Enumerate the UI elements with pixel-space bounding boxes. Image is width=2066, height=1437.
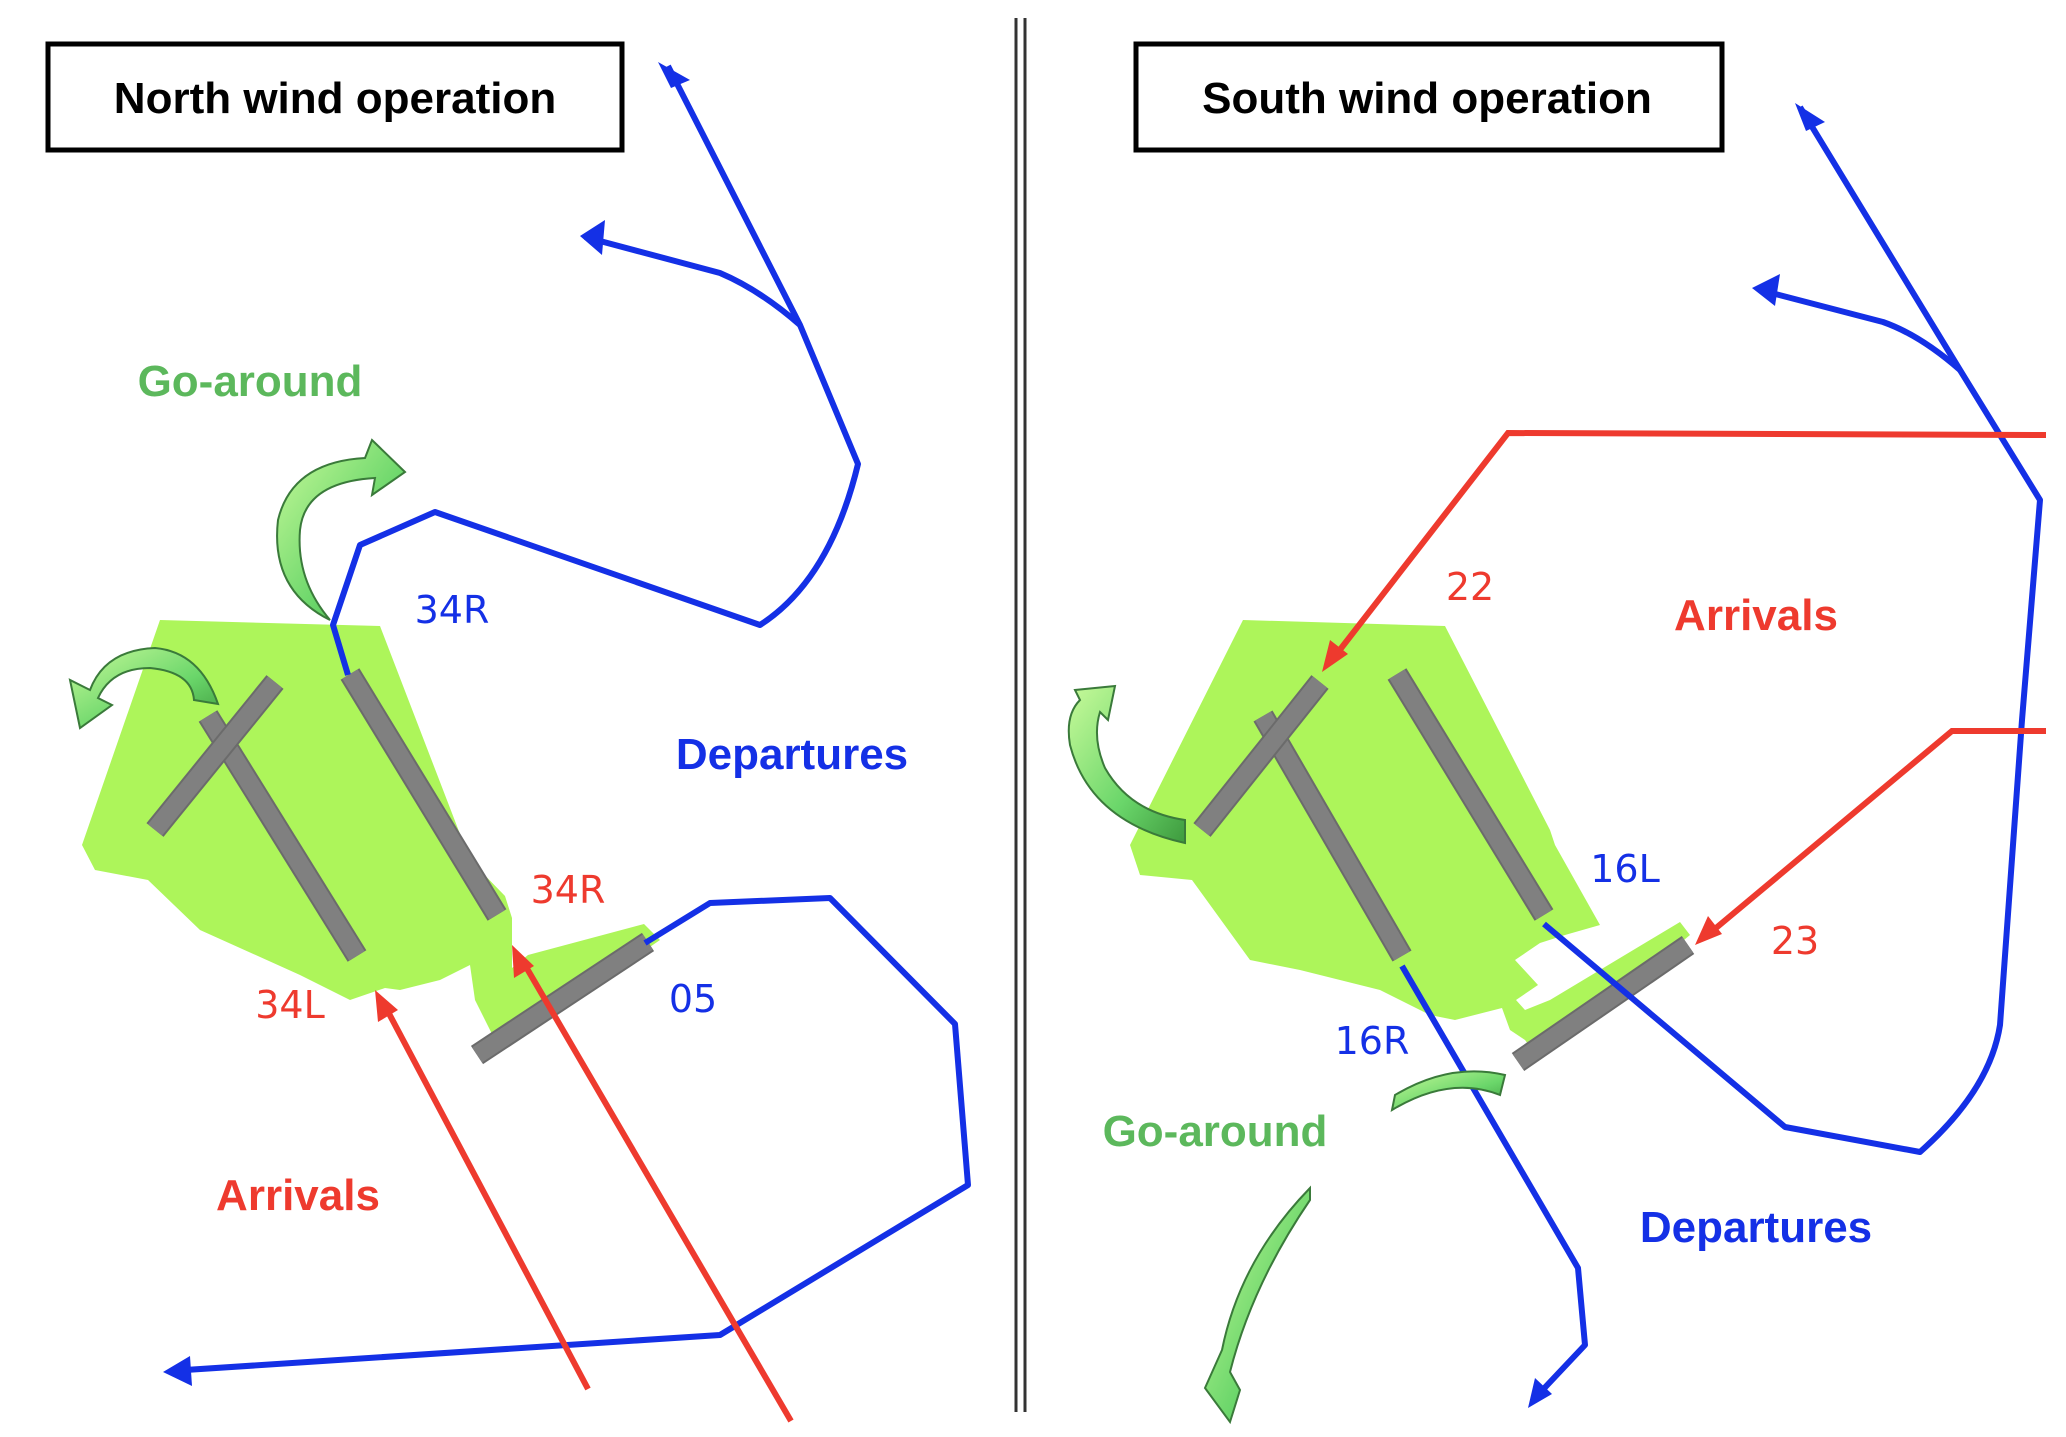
panel-divider bbox=[1014, 18, 1027, 1412]
departure-route-16R bbox=[1399, 964, 1588, 1401]
north-departures-label: Departures bbox=[676, 730, 908, 779]
go-around-arrow bbox=[276, 438, 407, 621]
north-arrival-routes bbox=[382, 958, 794, 1423]
departure-route-16L bbox=[1542, 105, 2043, 1155]
south-departure-arrowheads bbox=[1528, 103, 1825, 1408]
arrowhead bbox=[163, 1356, 192, 1386]
runway bbox=[1512, 937, 1694, 1070]
south-title: South wind operation bbox=[1202, 74, 1652, 123]
south-departures-label: Departures bbox=[1640, 1203, 1872, 1252]
north-wind-panel: North wind operation bbox=[45, 41, 971, 1423]
runway bbox=[472, 934, 653, 1063]
arrival-route-34L bbox=[382, 1004, 591, 1391]
south-wind-panel: South wind operation bbox=[1067, 41, 2047, 1425]
north-arrivals-label: Arrivals bbox=[216, 1171, 380, 1220]
north-departure-arrowheads bbox=[163, 62, 690, 1386]
south-arrivals-label: Arrivals bbox=[1674, 591, 1838, 640]
departure-route-16L-west bbox=[1759, 287, 1962, 373]
south-title-box: South wind operation bbox=[1133, 41, 1725, 153]
south-arrival-arrowheads bbox=[1322, 640, 1722, 945]
arrowhead bbox=[658, 62, 690, 88]
go-around-arrow bbox=[1390, 1070, 1507, 1113]
south-go-around-label: Go-around bbox=[1103, 1107, 1328, 1156]
arrowhead bbox=[1795, 103, 1825, 131]
arrival-route-22 bbox=[1329, 429, 2047, 662]
arrival-route-23 bbox=[1708, 728, 2046, 936]
arrowhead bbox=[1528, 1378, 1552, 1408]
runway-label-34R-arrival: 34R bbox=[531, 868, 606, 912]
north-departure-routes bbox=[169, 64, 971, 1374]
south-go-around-arrows bbox=[1067, 684, 1507, 1425]
south-arrival-routes bbox=[1329, 429, 2047, 936]
south-runways bbox=[1193, 668, 1695, 1072]
departure-route-34R-west bbox=[584, 234, 802, 328]
runway-label-22-arrival: 22 bbox=[1446, 565, 1494, 609]
arrowhead bbox=[1695, 916, 1722, 945]
arrival-route-34R bbox=[519, 958, 794, 1423]
runway bbox=[200, 711, 365, 961]
arrowhead bbox=[1322, 640, 1348, 672]
runway-label-34L-arrival: 34L bbox=[255, 983, 325, 1027]
arrowhead bbox=[1752, 274, 1780, 306]
departure-route-05 bbox=[169, 895, 971, 1374]
arrowhead bbox=[512, 945, 534, 978]
south-departure-routes bbox=[1399, 105, 2043, 1401]
departure-route-34R-north bbox=[330, 64, 861, 676]
runway bbox=[342, 669, 505, 920]
runway-label-16R-departure: 16R bbox=[1335, 1019, 1410, 1063]
runway-label-05-departure: 05 bbox=[669, 977, 717, 1021]
runway-label-23-arrival: 23 bbox=[1771, 919, 1819, 963]
arrowhead bbox=[375, 990, 398, 1022]
runway-label-16L-departure: 16L bbox=[1590, 847, 1660, 891]
runway bbox=[1255, 711, 1410, 961]
go-around-arrow bbox=[1203, 1185, 1311, 1425]
north-go-around-label: Go-around bbox=[138, 357, 363, 406]
north-title: North wind operation bbox=[114, 74, 556, 123]
runway bbox=[148, 676, 282, 836]
go-around-arrow bbox=[1067, 684, 1186, 845]
go-around-arrow bbox=[68, 646, 220, 730]
north-go-around-arrows bbox=[68, 438, 407, 730]
runway-label-34R-departure: 34R bbox=[415, 588, 490, 632]
runway bbox=[1194, 676, 1328, 836]
north-title-box: North wind operation bbox=[45, 41, 625, 153]
north-arrival-arrowheads bbox=[375, 945, 534, 1022]
runway bbox=[1389, 669, 1552, 920]
north-runways bbox=[146, 668, 655, 1065]
arrowhead bbox=[580, 220, 605, 255]
